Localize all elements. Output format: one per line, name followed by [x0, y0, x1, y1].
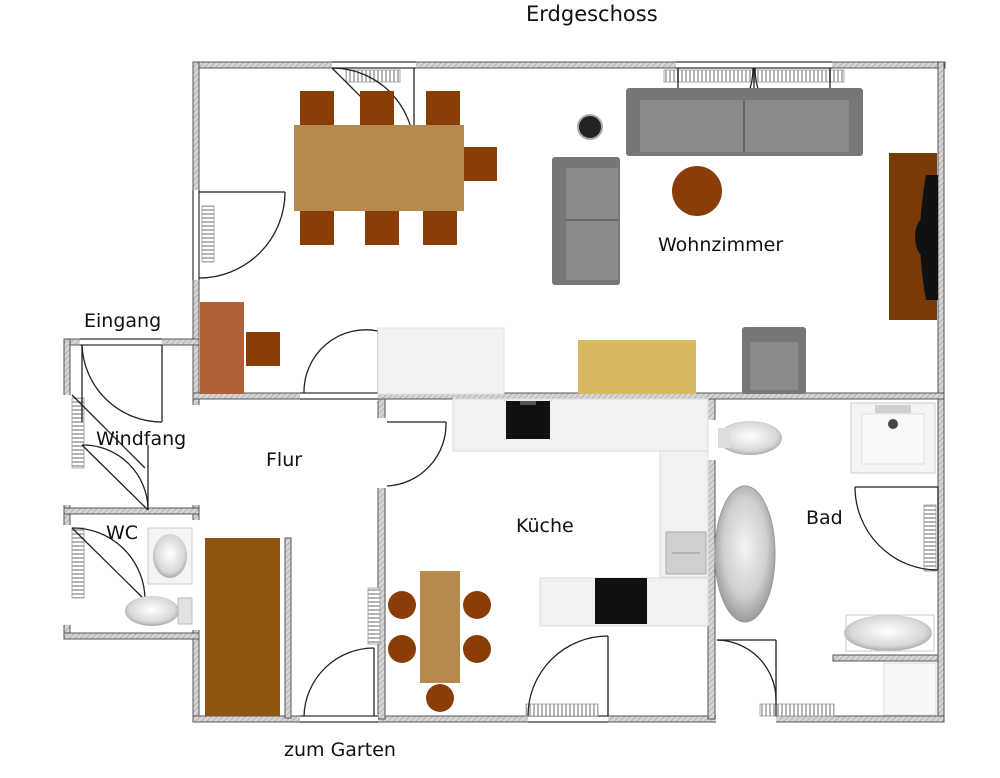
wardrobe — [205, 538, 280, 716]
coffee-table — [672, 166, 722, 216]
room-label-flur: Flur — [266, 449, 303, 471]
bath-fixtures — [714, 402, 937, 716]
kitchen-appliances — [506, 401, 707, 624]
cabinet-white — [377, 327, 505, 395]
sofa-main — [626, 88, 863, 156]
sideboard — [578, 340, 696, 394]
sofa-side — [552, 157, 620, 285]
room-label-wohnzimmer: Wohnzimmer — [658, 234, 784, 256]
armchair — [742, 327, 806, 394]
tv-board — [889, 153, 938, 320]
room-label-wc: WC — [106, 522, 139, 544]
page-title: Erdgeschoss — [526, 2, 658, 26]
desk-chair — [246, 332, 280, 366]
radiators — [71, 69, 937, 717]
room-label-kueche: Küche — [516, 515, 574, 537]
floor-lamp — [577, 114, 603, 140]
dining-chairs — [300, 91, 497, 245]
room-label-bad: Bad — [806, 507, 843, 529]
dining-table — [294, 125, 464, 211]
room-label-windfang: Windfang — [96, 428, 187, 450]
desk — [200, 302, 244, 394]
room-label-eingang: Eingang — [84, 310, 162, 332]
wc-fixtures — [125, 527, 193, 626]
exit-label-garden: zum Garten — [284, 739, 396, 761]
dining-set — [294, 91, 497, 245]
door-openings — [62, 60, 832, 724]
kitchen-counters — [452, 398, 709, 627]
kitchen-dining — [388, 571, 491, 712]
